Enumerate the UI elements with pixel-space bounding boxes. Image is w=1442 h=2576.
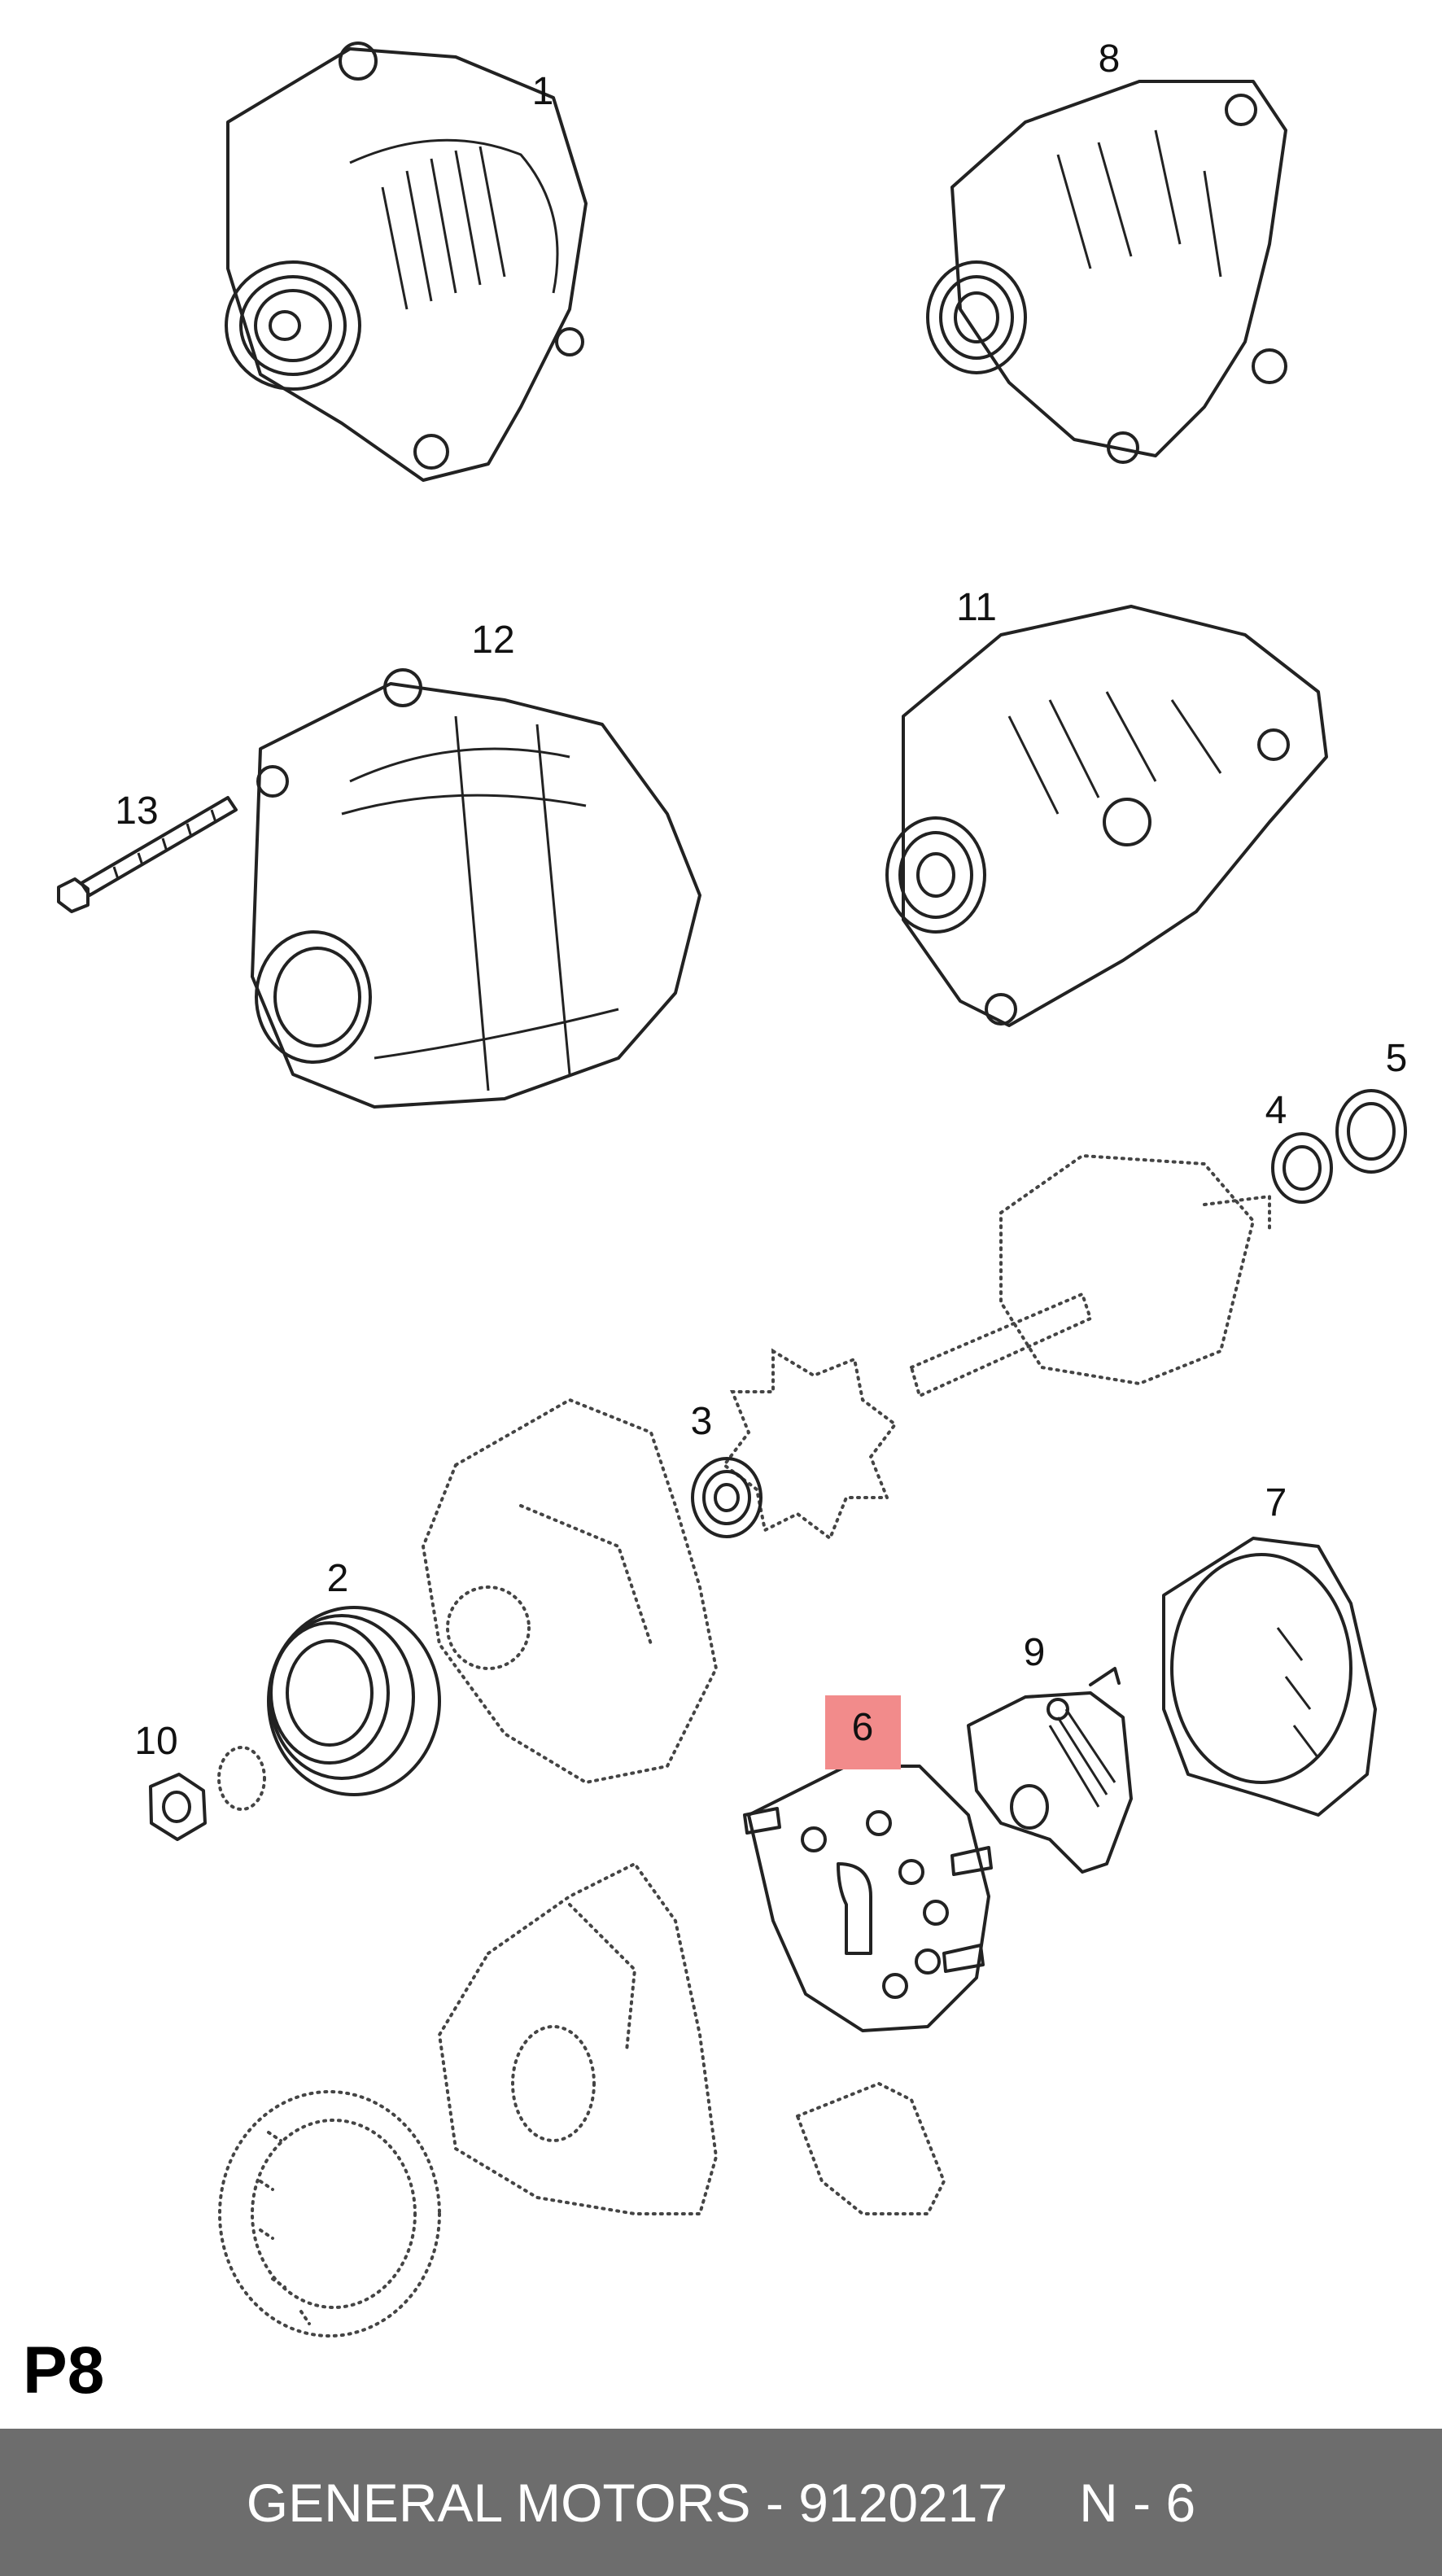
page-code: P8 bbox=[23, 2333, 105, 2408]
callout-label-3: 3 bbox=[691, 1400, 713, 1443]
callout-label-8: 8 bbox=[1099, 37, 1121, 81]
alternator-part-11 bbox=[885, 605, 1328, 1027]
housing-ghost bbox=[421, 1397, 719, 1785]
callout-label-6: 6 bbox=[852, 1706, 874, 1749]
footer-reference: N - 6 bbox=[1079, 2472, 1196, 2533]
lower-housing-ghost bbox=[437, 1861, 719, 2215]
alternator-part-8 bbox=[926, 80, 1287, 464]
exploded-parts-diagram: 1 2 3 4 5 6 7 8 9 10 11 12 13 bbox=[57, 37, 1408, 2338]
callout-label-2: 2 bbox=[327, 1557, 349, 1600]
callout-label-12: 12 bbox=[471, 619, 514, 662]
callout-label-13: 13 bbox=[115, 789, 158, 833]
fan-ghost bbox=[722, 1348, 898, 1542]
callout-label-5: 5 bbox=[1386, 1037, 1408, 1080]
bearing-part-3 bbox=[691, 1457, 763, 1538]
bolt-part-13 bbox=[57, 796, 238, 913]
bearing-part-4 bbox=[1271, 1132, 1333, 1204]
callout-label-9: 9 bbox=[1024, 1631, 1046, 1674]
footer-part-number: GENERAL MOTORS - 9120217 bbox=[246, 2472, 1008, 2533]
bracket-ghost bbox=[795, 2081, 946, 2215]
rectifier-part-6 bbox=[743, 1765, 993, 2032]
footer-bar: GENERAL MOTORS - 9120217 N - 6 bbox=[0, 2429, 1442, 2576]
regulator-part-9 bbox=[967, 1667, 1133, 1874]
callout-label-1: 1 bbox=[532, 70, 554, 113]
callout-label-7: 7 bbox=[1265, 1481, 1287, 1524]
callout-label-4: 4 bbox=[1265, 1089, 1287, 1132]
rear-cover-part-7 bbox=[1162, 1537, 1377, 1817]
pulley-part-2 bbox=[267, 1606, 441, 1796]
cap-part-5 bbox=[1335, 1089, 1407, 1174]
nut-part-10 bbox=[149, 1746, 266, 1841]
callout-label-10: 10 bbox=[134, 1720, 177, 1763]
highlight-box bbox=[825, 1695, 901, 1769]
alternator-part-1 bbox=[225, 42, 588, 482]
callout-label-11: 11 bbox=[956, 586, 997, 629]
stator-ghost bbox=[218, 2090, 441, 2338]
rotor-ghost bbox=[909, 1153, 1271, 1398]
alternator-part-12 bbox=[251, 668, 701, 1109]
